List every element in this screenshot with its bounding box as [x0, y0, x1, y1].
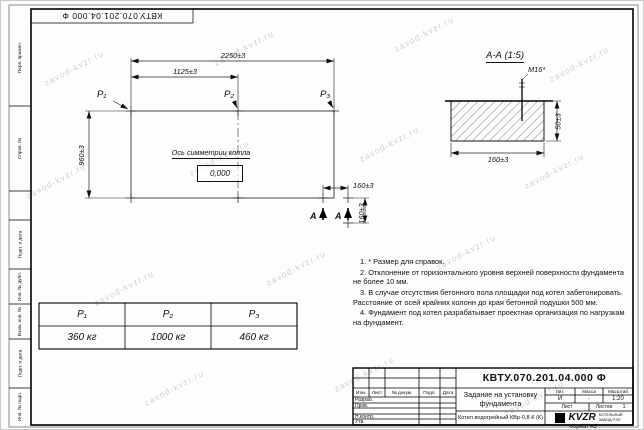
point-label-p1: Р₁ — [97, 89, 107, 100]
frame-cell-vzam-inv: Взам. инв. № — [9, 304, 31, 339]
dim-depth-wrap: 960±3 — [71, 140, 91, 170]
note-3: 3. В случае отсутствия бетонного пола пл… — [353, 287, 623, 307]
frame-cell-perv-primen: Перв. примен. — [9, 9, 31, 106]
load-header-p3: Р₃ — [248, 309, 260, 320]
top-inverted-number-text: КВТУ.070.201.04.000 Ф — [61, 11, 163, 21]
section-cut-arrows — [319, 208, 352, 220]
load-table-grid — [38, 302, 298, 350]
note-2: 2. Отклонение от горизонтального уровня … — [353, 267, 625, 287]
mass-label: Масса — [582, 389, 596, 394]
bolt-label: М16* — [528, 65, 546, 74]
kvzr-logo-icon — [555, 412, 566, 423]
load-value-p2: 1000 кг — [150, 332, 186, 343]
sheet-frame — [8, 4, 639, 428]
frame-cell-podp-data-1: Подп. и дата — [9, 220, 31, 269]
col-izm: Изм. — [355, 390, 367, 395]
kvzr-logo-text: KVZR — [568, 412, 596, 423]
section-dim-width: 160±3 — [487, 155, 509, 164]
frame-label: Инв. № подл. — [17, 391, 23, 422]
frame-cell-inv-podl: Инв. № подл. — [9, 388, 31, 425]
doc-number: КВТУ.070.201.04.000 Ф — [482, 372, 607, 384]
axis-label-wrap: Ось симметрии котла — [149, 148, 273, 159]
top-inverted-number: КВТУ.070.201.04.000 Ф — [31, 9, 193, 23]
frame-label: Подп. и дата — [17, 230, 23, 259]
section-title-wrap: А-А (1:5) — [461, 50, 549, 63]
section-title: А-А (1:5) — [485, 50, 524, 63]
sheets-value: 1 — [622, 404, 626, 410]
section-dim-height-wrap: 50±3 — [550, 107, 566, 135]
scale-value: 1:20 — [612, 396, 624, 402]
format-label: Формат А3 — [569, 424, 597, 430]
notes-block: 1. * Размер для справок. 2. Отклонение о… — [353, 257, 631, 328]
dim-bolt-vertical: 160±3 — [356, 202, 366, 224]
row-utv: Утв. — [355, 419, 365, 425]
frame-label: Перв. примен. — [17, 41, 23, 74]
frame-label: Взам. инв. № — [17, 306, 23, 337]
kvzr-logo: KVZR КОТЕЛЬНЫЙ ЗАВОД РЭП — [547, 411, 631, 424]
section-letter-left: А — [310, 211, 317, 221]
mass-value: - — [588, 396, 590, 402]
level-mark: 0,000 — [197, 165, 243, 182]
dim-bolt-vertical-wrap: 160±3 — [353, 199, 369, 227]
frame-cell-podp-data-2: Подп. и дата — [9, 339, 31, 388]
row-prov: Пров. — [355, 402, 369, 409]
row-razrab: Разраб. — [355, 397, 374, 403]
scale-label: Масштаб — [607, 389, 629, 394]
point-label-p2: Р₂ — [224, 89, 234, 100]
product-name: Котел водогрейный КВр-0,8 К (К) — [457, 414, 544, 421]
lit-value: И — [557, 396, 563, 402]
col-list: Лист — [371, 390, 383, 395]
load-header-p2: Р₂ — [162, 309, 174, 320]
kvzr-logo-sub2: ЗАВОД РЭП — [598, 417, 621, 422]
col-podp: Подп. — [423, 390, 436, 395]
col-dokum: № докум. — [391, 390, 413, 395]
sheet-label: Лист — [561, 404, 573, 410]
dim-bolt-horizontal: 160±3 — [353, 181, 374, 190]
load-header-p1: Р₁ — [77, 309, 87, 320]
point-label-p3: Р₃ — [320, 89, 331, 100]
anchor-cross-marks — [126, 106, 353, 228]
document-title: Задание на установку фундамента — [463, 390, 538, 408]
frame-label: Справ. № — [17, 137, 23, 160]
plan-view-lines — [85, 58, 369, 228]
note-4: 4. Фундамент под котел разрабатывает про… — [353, 308, 625, 327]
frame-label: Инв. № дубл. — [17, 271, 23, 302]
section-letter-right: А — [335, 211, 342, 221]
note-1: 1. * Размер для справок. — [360, 257, 445, 266]
sheets-label: Листов — [595, 404, 613, 410]
dim-half-width: 1125±3 — [172, 67, 198, 76]
frame-cell-inv-dubl: Инв. № дубл. — [9, 269, 31, 304]
dim-total-width: 2250±3 — [220, 51, 246, 60]
frame-label: Подп. и дата — [17, 349, 23, 378]
row-nkontr: Н.контр. — [355, 413, 375, 420]
title-block-grid — [352, 367, 634, 426]
frame-cell-sprav: Справ. № — [9, 106, 31, 191]
col-data: Дата — [442, 390, 454, 395]
load-value-p1: 360 кг — [67, 332, 97, 343]
axis-label: Ось симметрии котла — [171, 148, 251, 159]
lit-label: Лит. — [555, 389, 565, 394]
dim-depth: 960±3 — [76, 144, 86, 166]
kvzr-logo-sub1: КОТЕЛЬНЫЙ — [598, 413, 623, 418]
section-dim-height: 50±3 — [553, 112, 563, 130]
load-value-p3: 460 кг — [239, 332, 269, 343]
section-view-lines — [445, 73, 561, 157]
